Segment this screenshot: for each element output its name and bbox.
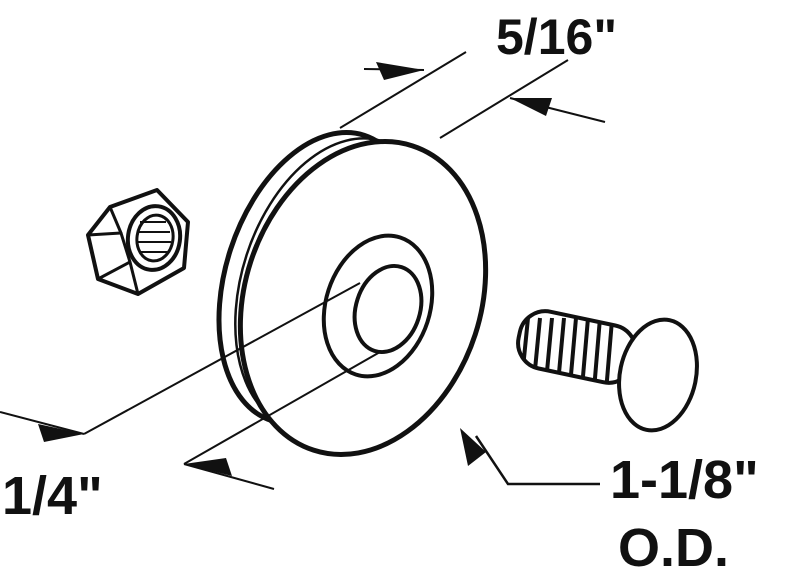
threaded-bolt-icon (516, 309, 699, 433)
dimension-arrow-icon (38, 424, 84, 442)
bore-dimension (0, 282, 381, 490)
dimension-arrow-icon (376, 62, 424, 80)
roller-wheel-icon (216, 130, 489, 457)
diameter-label: 1-1/8" (610, 450, 759, 510)
dimension-arrow-icon (510, 98, 552, 116)
diameter-note-label: O.D. (618, 518, 729, 578)
thickness-label: 5/16" (496, 9, 617, 65)
thickness-dimension (339, 51, 606, 139)
diameter-leader (460, 428, 600, 486)
hex-nut-icon (86, 188, 190, 296)
bore-label: 1/4" (2, 466, 103, 526)
dimension-arrow-icon (460, 428, 486, 466)
dimension-arrow-icon (184, 458, 232, 476)
